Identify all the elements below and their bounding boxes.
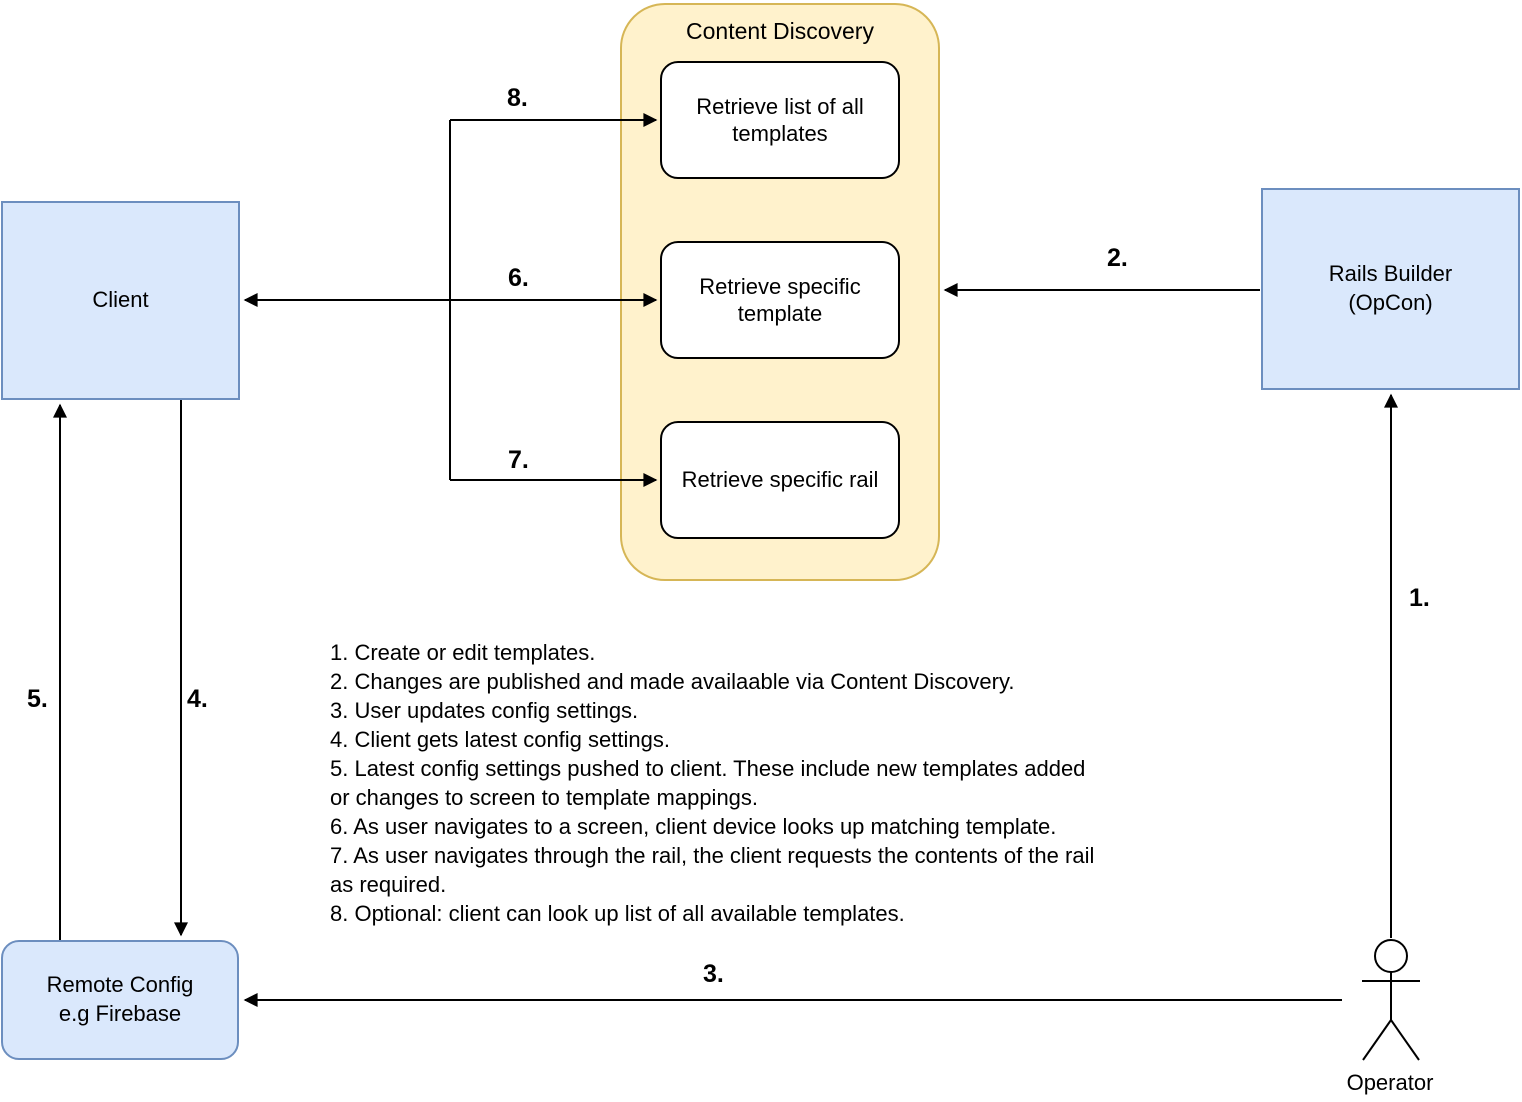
operator-label: Operator <box>1346 1070 1434 1095</box>
arrow-label-7: 7. <box>508 446 529 474</box>
arrow-label-5: 5. <box>27 685 48 713</box>
node-rails-builder: Rails Builder (OpCon) <box>1261 188 1520 390</box>
node-retrieve-list-of-all-templates: Retrieve list of all templates <box>660 61 900 179</box>
arrow-label-1: 1. <box>1409 584 1430 612</box>
arrow-label-8: 8. <box>507 84 528 112</box>
node-remote-config: Remote Config e.g Firebase <box>1 940 239 1060</box>
node-retrieve-specific-template: Retrieve specific template <box>660 241 900 359</box>
arrow-label-3: 3. <box>703 960 724 988</box>
arrow-label-2: 2. <box>1107 244 1128 272</box>
operator-actor-icon <box>1362 939 1420 1061</box>
node-retrieve-specific-rail: Retrieve specific rail <box>660 421 900 539</box>
node-client: Client <box>1 201 240 400</box>
steps-notes: 1. Create or edit templates. 2. Changes … <box>330 640 1095 926</box>
arrow-label-6: 6. <box>508 264 529 292</box>
arrow-label-4: 4. <box>187 685 208 713</box>
content-discovery-title: Content Discovery <box>686 18 874 44</box>
